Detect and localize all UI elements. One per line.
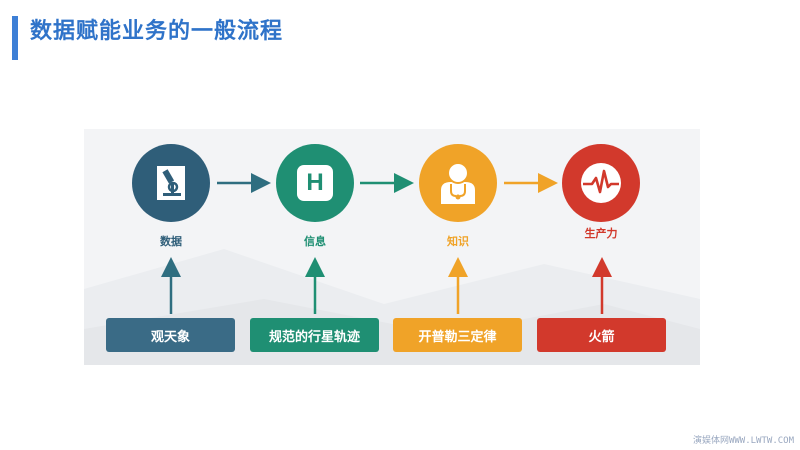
microscope-icon (157, 166, 185, 200)
stage-circle-productivity (562, 144, 640, 222)
hospital-letter: H (306, 169, 324, 196)
title-accent-bar (12, 16, 18, 60)
stage-circle-knowledge (419, 144, 497, 222)
source-label: 火箭 (588, 329, 615, 345)
stage-circle-data (132, 144, 210, 222)
hospital-h-icon: H (297, 165, 333, 201)
source-box-kepler-laws: 开普勒三定律 (393, 318, 522, 352)
source-box-rocket: 火箭 (537, 318, 666, 352)
heartbeat-icon (581, 163, 621, 203)
stage-label-knowledge: 知识 (447, 235, 469, 248)
source-label: 开普勒三定律 (418, 329, 497, 345)
stage-label-info: 信息 (304, 235, 326, 248)
source-box-planet-orbits: 规范的行星轨迹 (250, 318, 379, 352)
source-box-observe-sky: 观天象 (106, 318, 235, 352)
source-label: 规范的行星轨迹 (268, 329, 360, 345)
source-label: 观天象 (150, 329, 190, 345)
page-title: 数据赋能业务的一般流程 (30, 19, 284, 44)
stage-label-productivity: 生产力 (584, 227, 618, 240)
watermark: 演娱体网WWW.LWTW.COM (692, 436, 794, 446)
doctor-icon (441, 162, 475, 204)
stage-label-data: 数据 (160, 235, 182, 248)
stage-circle-info: H (276, 144, 354, 222)
